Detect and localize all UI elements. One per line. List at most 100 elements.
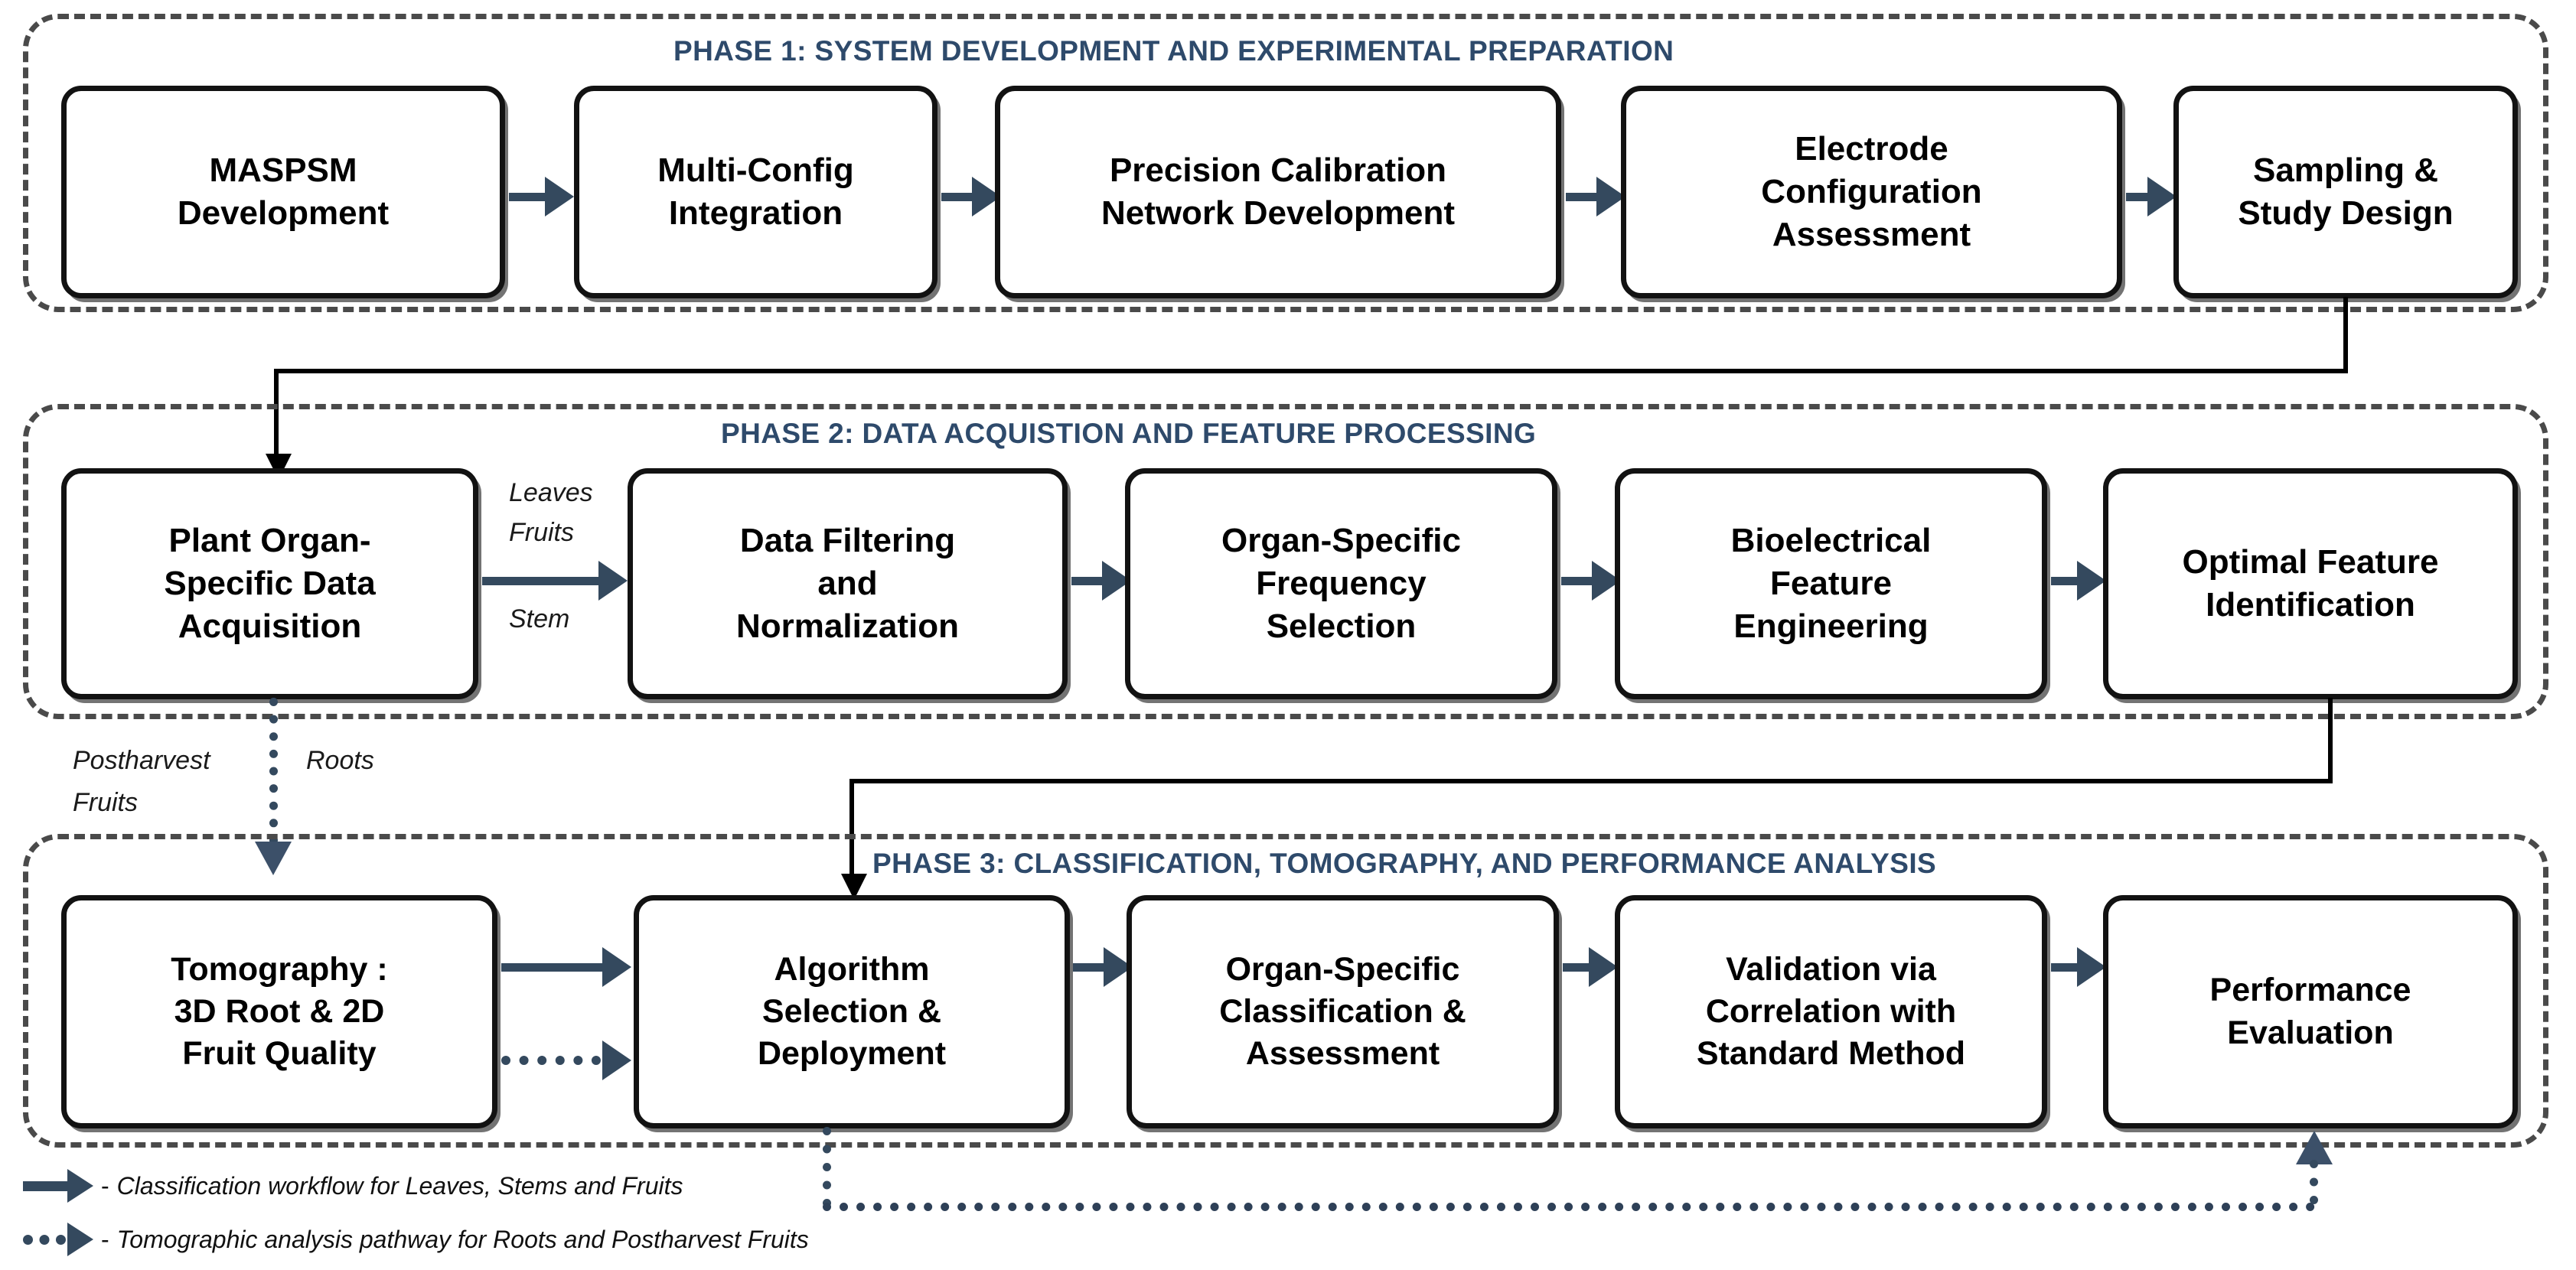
dotted-feedback-horizontal bbox=[823, 1203, 2315, 1211]
arrow-shaft bbox=[2051, 576, 2079, 585]
node-optimal-feature-identification[interactable]: Optimal Feature Identification bbox=[2103, 468, 2518, 699]
legend-item-classification-workflow: - Classification workflow for Leaves, St… bbox=[23, 1169, 683, 1203]
arrow-shaft bbox=[509, 192, 546, 201]
node-label: MASPSM Development bbox=[177, 151, 390, 232]
dotted-arrowhead-into-tomography-node bbox=[255, 842, 292, 875]
phase-1-container bbox=[23, 14, 2548, 312]
node-maspsm-development[interactable]: MASPSM Development bbox=[61, 86, 505, 298]
legend-label: Tomographic analysis pathway for Roots a… bbox=[116, 1225, 809, 1253]
connector-phase2-to-phase3-vertical-into-node bbox=[849, 779, 854, 878]
node-tomography-3d-root-2d-fruit-quality[interactable]: Tomography : 3D Root & 2D Fruit Quality bbox=[61, 895, 497, 1128]
arrow-p2n3-to-p2n4 bbox=[1561, 561, 1621, 601]
node-label: Performance Evaluation bbox=[2209, 972, 2411, 1051]
arrow-head-icon bbox=[2147, 177, 2177, 217]
arrow-tomography-to-algorithm-dotted bbox=[501, 1040, 631, 1080]
node-plant-organ-specific-data-acquisition[interactable]: Plant Organ- Specific Data Acquisition bbox=[61, 468, 478, 699]
node-data-filtering-and-normalization[interactable]: Data Filtering and Normalization bbox=[628, 468, 1068, 699]
legend-solid-arrow-icon bbox=[23, 1169, 93, 1203]
edge-label-fruits: Fruits bbox=[509, 518, 574, 547]
arrow-p1n2-to-p1n3 bbox=[941, 177, 1001, 217]
legend-item-tomographic-pathway: - Tomographic analysis pathway for Roots… bbox=[23, 1223, 809, 1256]
legend-dotted-arrow-icon bbox=[23, 1223, 93, 1256]
arrow-shaft bbox=[2051, 962, 2079, 972]
legend-arrow-shaft bbox=[23, 1180, 69, 1191]
phase-1-title: PHASE 1: SYSTEM DEVELOPMENT AND EXPERIME… bbox=[673, 35, 1674, 67]
node-label: Tomography : 3D Root & 2D Fruit Quality bbox=[171, 950, 388, 1073]
arrow-head-icon bbox=[2077, 947, 2106, 987]
node-label: Optimal Feature Identification bbox=[2182, 542, 2439, 624]
node-label: Data Filtering and Normalization bbox=[736, 521, 959, 646]
legend-dash-separator: - bbox=[101, 1171, 109, 1200]
arrow-p1n4-to-p1n5 bbox=[2126, 177, 2177, 217]
edge-label-leaves: Leaves bbox=[509, 478, 593, 507]
legend-arrow-head-icon bbox=[67, 1169, 93, 1203]
connector-phase1-to-phase2-horizontal bbox=[274, 369, 2348, 373]
node-label: Validation via Correlation with Standard… bbox=[1696, 950, 1966, 1073]
node-label: Multi-Config Integration bbox=[657, 151, 854, 232]
arrow-shaft bbox=[1071, 576, 1104, 585]
node-label: Precision Calibration Network Developmen… bbox=[1101, 151, 1456, 232]
node-sampling-study-design[interactable]: Sampling & Study Design bbox=[2173, 86, 2518, 298]
arrow-head-icon bbox=[545, 177, 574, 217]
legend-dash-separator: - bbox=[101, 1225, 109, 1253]
node-electrode-configuration-assessment[interactable]: Electrode Configuration Assessment bbox=[1621, 86, 2122, 298]
arrow-head-icon bbox=[1589, 947, 1618, 987]
arrow-shaft bbox=[482, 576, 600, 585]
node-label: Bioelectrical Feature Engineering bbox=[1730, 521, 1932, 646]
arrow-shaft bbox=[941, 192, 973, 201]
arrow-p2n2-to-p2n3 bbox=[1071, 561, 1131, 601]
arrow-head-icon bbox=[2077, 561, 2106, 601]
node-label: Organ-Specific Classification & Assessme… bbox=[1219, 950, 1466, 1073]
dotted-connector-plant-organ-to-tomography bbox=[269, 698, 278, 845]
arrow-p2n1-to-p2n2 bbox=[482, 561, 628, 601]
arrow-p3n4-to-p3n5 bbox=[2051, 947, 2106, 987]
connector-phase1-to-phase2-vertical-down bbox=[2343, 297, 2348, 372]
connector-phase2-to-phase3-horizontal bbox=[849, 779, 2333, 783]
connector-phase1-to-phase2-vertical-into-node bbox=[274, 369, 279, 458]
node-precision-calibration-network-development[interactable]: Precision Calibration Network Developmen… bbox=[995, 86, 1561, 298]
legend-label: Classification workflow for Leaves, Stem… bbox=[116, 1171, 683, 1200]
arrow-p1n3-to-p1n4 bbox=[1566, 177, 1625, 217]
arrow-shaft bbox=[1563, 962, 1590, 972]
arrow-shaft bbox=[501, 962, 604, 972]
arrow-p1n1-to-p1n2 bbox=[509, 177, 574, 217]
dotted-feedback-vertical-from-algorithm bbox=[823, 1127, 831, 1207]
node-organ-specific-frequency-selection[interactable]: Organ-Specific Frequency Selection bbox=[1125, 468, 1557, 699]
phase-2-container bbox=[23, 404, 2548, 719]
arrow-p3n2-to-p3n3 bbox=[1073, 947, 1133, 987]
arrow-tomography-to-algorithm-solid bbox=[501, 947, 631, 987]
node-bioelectrical-feature-engineering[interactable]: Bioelectrical Feature Engineering bbox=[1615, 468, 2047, 699]
arrow-p3n3-to-p3n4 bbox=[1563, 947, 1618, 987]
arrow-head-icon bbox=[598, 561, 628, 601]
node-algorithm-selection-deployment[interactable]: Algorithm Selection & Deployment bbox=[634, 895, 1070, 1128]
node-validation-via-correlation-with-standard-method[interactable]: Validation via Correlation with Standard… bbox=[1615, 895, 2047, 1128]
dotted-feedback-arrowhead-into-performance-evaluation bbox=[2296, 1131, 2333, 1164]
arrow-shaft bbox=[2126, 192, 2149, 201]
node-label: Plant Organ- Specific Data Acquisition bbox=[164, 521, 376, 646]
node-label: Sampling & Study Design bbox=[2238, 151, 2454, 232]
arrow-p2n4-to-p2n5 bbox=[2051, 561, 2106, 601]
dotted-feedback-vertical-into-performance bbox=[2310, 1160, 2318, 1204]
arrow-head-icon bbox=[602, 947, 631, 987]
node-label: Electrode Configuration Assessment bbox=[1761, 129, 1982, 254]
phase-3-title: PHASE 3: CLASSIFICATION, TOMOGRAPHY, AND… bbox=[872, 848, 1937, 879]
edge-label-postharvest-fruits: Fruits bbox=[73, 788, 138, 817]
arrow-head-icon bbox=[602, 1040, 631, 1080]
arrow-shaft bbox=[1073, 962, 1105, 972]
connector-phase2-to-phase3-vertical-down bbox=[2328, 698, 2333, 783]
edge-label-roots: Roots bbox=[306, 746, 374, 775]
node-organ-specific-classification-assessment[interactable]: Organ-Specific Classification & Assessme… bbox=[1127, 895, 1559, 1128]
legend-arrow-shaft-dotted bbox=[23, 1234, 66, 1245]
phase-3-container bbox=[23, 834, 2548, 1148]
node-label: Algorithm Selection & Deployment bbox=[757, 950, 947, 1073]
arrow-shaft bbox=[1561, 576, 1593, 585]
edge-label-stem: Stem bbox=[509, 604, 570, 633]
arrow-shaft bbox=[1566, 192, 1598, 201]
edge-label-postharvest: Postharvest bbox=[73, 746, 210, 775]
phase-2-title: PHASE 2: DATA ACQUISTION AND FEATURE PRO… bbox=[721, 418, 1537, 449]
node-performance-evaluation[interactable]: Performance Evaluation bbox=[2103, 895, 2518, 1128]
arrow-shaft-dotted bbox=[501, 1056, 601, 1065]
node-multi-config-integration[interactable]: Multi-Config Integration bbox=[574, 86, 937, 298]
legend-arrow-head-icon bbox=[67, 1223, 93, 1256]
